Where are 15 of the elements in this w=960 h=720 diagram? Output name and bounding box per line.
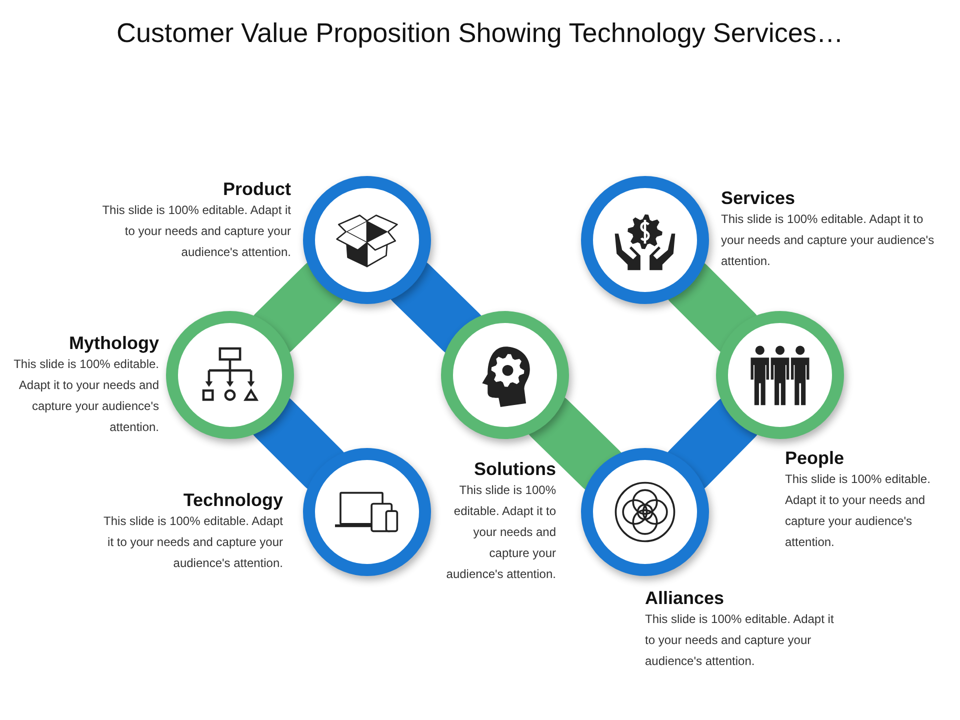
heading: Mythology	[68, 332, 159, 354]
description: This slide is 100% editable. Adapt it to your needs and capture your audience's attention.	[12, 356, 159, 436]
heading: Product	[222, 178, 291, 200]
heading: Technology	[182, 489, 283, 511]
description: This slide is 100% editable. Adapt it to your needs and capture your audience's attention.	[101, 202, 291, 261]
description: This slide is 100% editable. Adapt it to your needs and capture your audience's attention.	[721, 211, 936, 270]
heading: Alliances	[645, 587, 726, 609]
heading: People	[785, 447, 846, 469]
description: This slide is 100% editable. Adapt it to your needs and capture your audience's attention.	[445, 482, 556, 583]
description: This slide is 100% editable. Adapt it to your needs and capture your audience's attention.	[102, 513, 283, 572]
description: This slide is 100% editable. Adapt it to your needs and capture your audience's attention.	[785, 471, 932, 551]
heading: Solutions	[473, 458, 556, 480]
title: Customer Value Proposition Showing Technology Services…	[116, 18, 844, 49]
heading: Services	[721, 187, 796, 209]
description: This slide is 100% editable. Adapt it to your needs and capture your audience's attention.	[645, 611, 835, 670]
